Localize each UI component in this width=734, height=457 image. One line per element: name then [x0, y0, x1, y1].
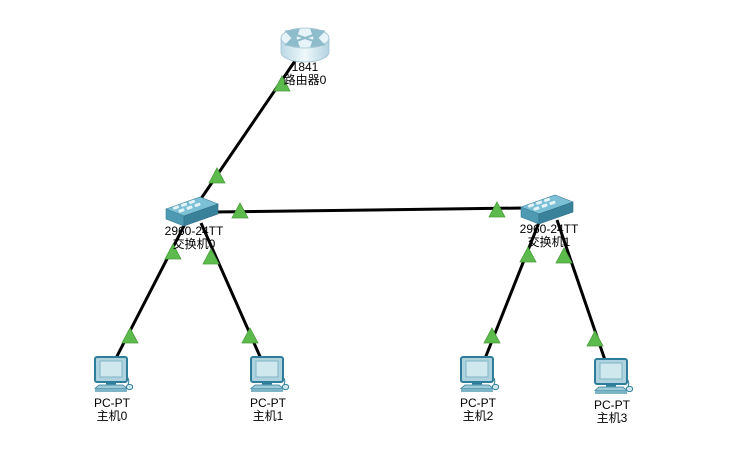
link-status-up-icon: [519, 246, 537, 263]
link-status-up-icon: [231, 202, 249, 219]
link-switch0-switch1[interactable]: [213, 206, 524, 214]
link-status-up-icon: [241, 327, 259, 344]
device-model: PC-PT: [594, 398, 630, 412]
device-pc1[interactable]: [247, 356, 290, 401]
link-status-up-icon: [121, 327, 139, 344]
device-switch0[interactable]: [164, 195, 219, 232]
link-status-up-icon: [164, 243, 182, 260]
pc-icon: [593, 358, 634, 394]
device-model: PC-PT: [460, 396, 496, 410]
link-status-up-icon: [208, 167, 226, 184]
link-status-up-icon: [488, 201, 506, 218]
switch-icon: [520, 194, 574, 225]
device-label-pc2: PC-PT 主机2: [418, 397, 538, 423]
device-pc3[interactable]: [591, 358, 634, 403]
device-switch1[interactable]: [519, 193, 574, 230]
device-label-switch1: 2960-24TT 交换机1: [489, 223, 609, 249]
link-status-up-icon: [202, 248, 220, 265]
device-label-router0: 1841 路由器0: [245, 61, 365, 87]
switch-ports-glyph: [172, 199, 201, 213]
device-label-pc0: PC-PT 主机0: [52, 397, 172, 423]
device-name: 主机0: [96, 409, 128, 423]
pc-icon: [93, 356, 134, 392]
pc-icon: [459, 356, 500, 392]
pc-icon: [249, 356, 290, 392]
device-name: 主机2: [462, 409, 494, 423]
link-status-up-icon: [483, 327, 501, 344]
device-model: 2960-24TT: [519, 222, 579, 236]
device-name: 交换机1: [527, 235, 571, 249]
link-status-up-icon: [273, 75, 291, 92]
device-name: 路由器0: [283, 73, 327, 87]
device-label-pc1: PC-PT 主机1: [208, 397, 328, 423]
device-label-pc3: PC-PT 主机3: [552, 399, 672, 425]
device-pc0[interactable]: [91, 356, 134, 401]
router-arrows-glyph: [284, 28, 326, 48]
device-name: 交换机0: [172, 237, 216, 251]
device-model: PC-PT: [250, 396, 286, 410]
device-name: 主机3: [596, 411, 628, 425]
link-status-up-icon: [555, 247, 573, 264]
device-model: 2960-24TT: [164, 224, 224, 238]
device-label-switch0: 2960-24TT 交换机0: [134, 225, 254, 251]
switch-icon: [165, 196, 219, 227]
device-name: 主机1: [252, 409, 284, 423]
device-model: PC-PT: [94, 396, 130, 410]
link-status-up-icon: [586, 330, 604, 347]
switch-ports-glyph: [527, 197, 556, 211]
device-pc2[interactable]: [457, 356, 500, 401]
router-icon: [280, 27, 330, 63]
device-router0[interactable]: [280, 27, 330, 69]
device-model: 1841: [291, 60, 319, 74]
